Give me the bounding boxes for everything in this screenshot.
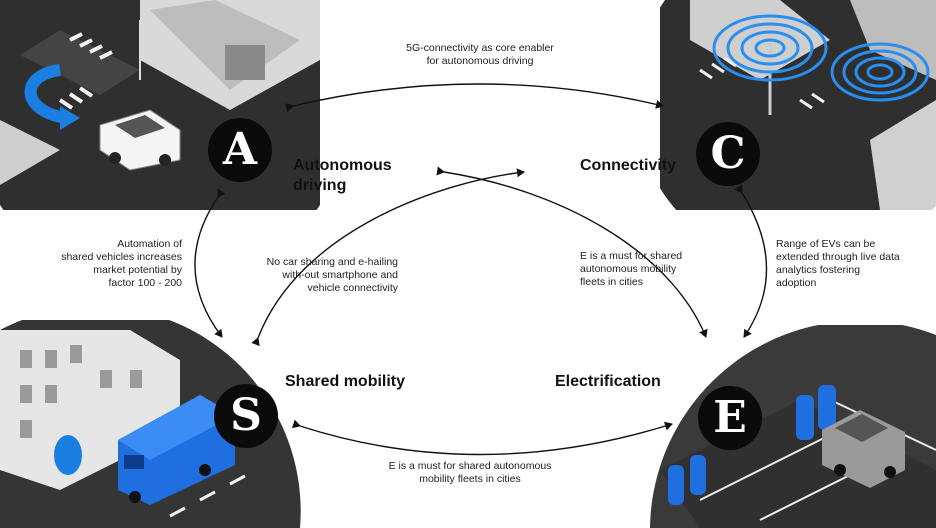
label-c-s-line1: No car sharing and e-hailing xyxy=(266,256,398,268)
label-s-e-line2: mobility fleets in cities xyxy=(419,473,521,485)
label-s-a-line3: market potential by xyxy=(93,264,182,276)
gray-car-icon xyxy=(822,410,905,488)
connectivity-illustration xyxy=(660,0,936,210)
arrow-a-e xyxy=(436,166,708,338)
letter-s-badge: S xyxy=(214,384,278,448)
label-s-a-line4: factor 100 - 200 xyxy=(108,277,182,289)
arrow-a-s xyxy=(194,188,226,338)
label-c-e-line3: analytics fostering xyxy=(776,264,861,276)
title-shared-mobility: Shared mobility xyxy=(285,373,406,390)
label-a-c-line2: for autonomous driving xyxy=(426,55,534,67)
title-autonomous-line1: Autonomous xyxy=(293,157,392,174)
title-connectivity: Connectivity xyxy=(580,157,677,174)
electrification-illustration xyxy=(650,325,936,528)
arrow-a-c xyxy=(285,83,664,112)
label-a-c: 5G-connectivity as core enabler for auto… xyxy=(370,42,590,68)
letter-c-badge: C xyxy=(696,122,760,186)
label-s-a: Automation of shared vehicles increases … xyxy=(20,238,182,290)
label-c-s: No car sharing and e-hailing with-out sm… xyxy=(226,256,398,295)
label-c-e: Range of EVs can be extended through liv… xyxy=(776,238,926,290)
label-e-a-line2: autonomous mobility xyxy=(580,263,677,275)
charger-icon xyxy=(668,385,836,505)
arrow-c-e xyxy=(734,184,768,338)
title-electrification: Electrification xyxy=(555,373,661,390)
label-c-e-line1: Range of EVs can be xyxy=(776,238,876,250)
arrow-s-e xyxy=(291,419,673,456)
label-s-a-line1: Automation of xyxy=(117,238,182,250)
label-c-e-line4: adoption xyxy=(776,277,817,289)
letter-a-badge: A xyxy=(208,118,272,182)
label-c-s-line2: with-out smartphone and xyxy=(282,269,398,281)
label-e-a: E is a must for shared autonomous mobili… xyxy=(580,250,740,289)
label-c-e-line2: extended through live data xyxy=(776,251,900,263)
label-s-e-line1: E is a must for shared autonomous xyxy=(388,460,552,472)
label-e-a-line3: fleets in cities xyxy=(580,276,644,288)
autonomous-driving-illustration xyxy=(0,0,320,210)
title-autonomous-line2: driving xyxy=(293,177,347,194)
letter-e-badge: E xyxy=(698,386,762,450)
blue-bus-icon xyxy=(118,395,235,505)
label-s-a-line2: shared vehicles increases xyxy=(61,251,182,263)
label-a-c-line1: 5G-connectivity as core enabler xyxy=(406,42,554,54)
label-s-e: E is a must for shared autonomous mobili… xyxy=(350,460,590,486)
label-c-s-line3: vehicle connectivity xyxy=(307,282,398,294)
label-e-a-line1: E is a must for shared xyxy=(580,250,683,262)
white-car-icon xyxy=(99,109,181,171)
